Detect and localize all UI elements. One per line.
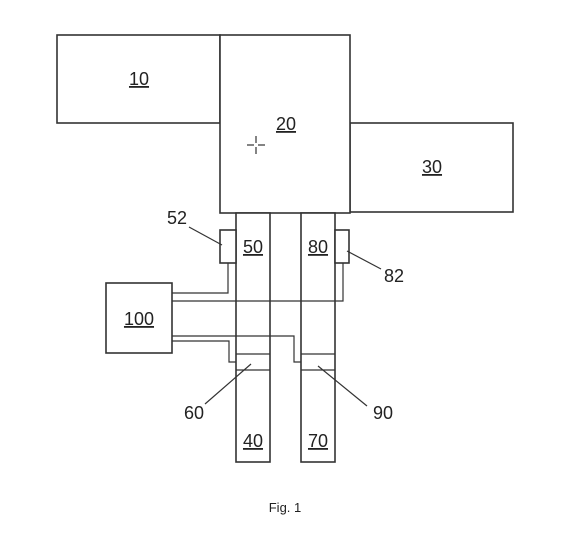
column-right (300, 212, 336, 463)
crosshair-icon (247, 136, 265, 154)
column-left (235, 212, 271, 463)
block-100 (105, 282, 173, 354)
label-50: 50 (243, 237, 263, 257)
block-10 (56, 34, 221, 124)
label-40: 40 (243, 431, 263, 451)
leader-82 (346, 250, 382, 270)
figure-caption: Fig. 1 (269, 500, 302, 515)
leader-60 (204, 363, 252, 405)
wire-100-bus (172, 263, 344, 302)
label-20: 20 (276, 114, 296, 134)
leader-90 (317, 365, 368, 407)
callout-60: 60 (184, 403, 204, 423)
label-10: 10 (129, 69, 149, 89)
callout-52: 52 (167, 208, 187, 228)
block-20 (219, 34, 351, 214)
wire-100-to-52 (172, 263, 229, 294)
wire-100-to-60 (172, 340, 236, 363)
block-30 (349, 122, 514, 213)
label-80: 80 (308, 237, 328, 257)
wire-100-to-90 (172, 335, 301, 363)
label-30: 30 (422, 157, 442, 177)
leader-52 (188, 226, 223, 246)
sensor-52 (219, 229, 237, 264)
callout-82: 82 (384, 266, 404, 286)
label-100: 100 (124, 309, 154, 329)
callout-90: 90 (373, 403, 393, 423)
sensor-82 (334, 229, 350, 264)
label-70: 70 (308, 431, 328, 451)
